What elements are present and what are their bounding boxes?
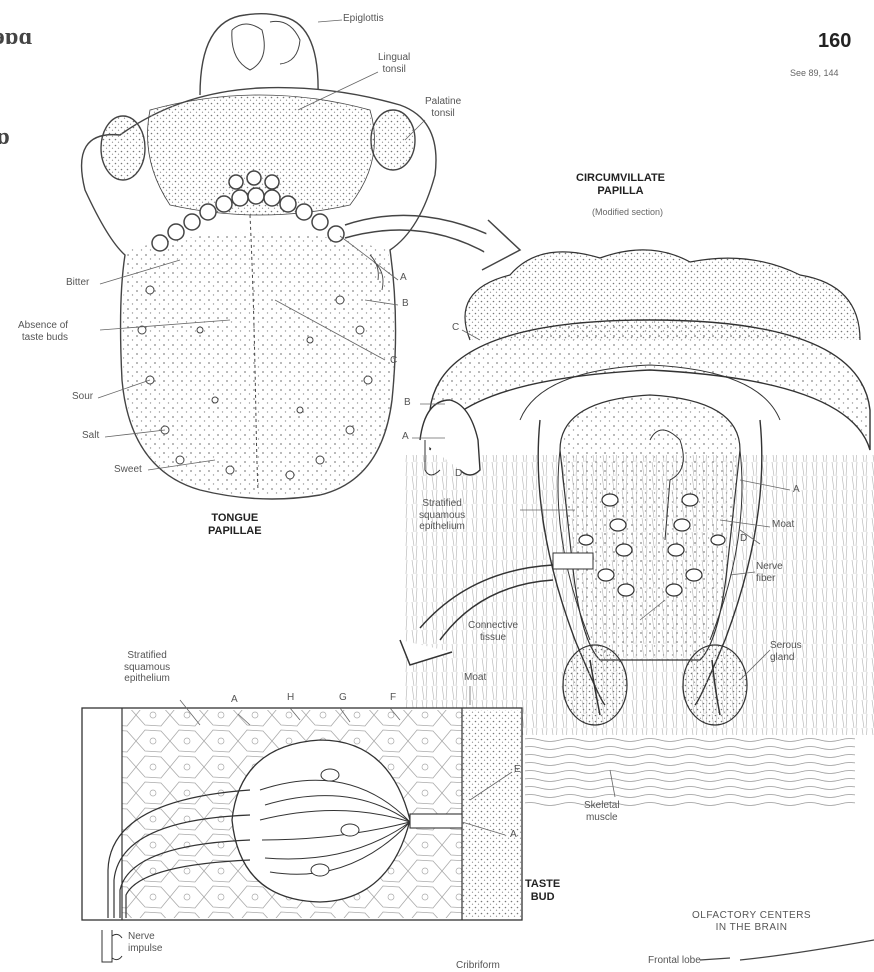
label-bud-a-pore: A bbox=[510, 829, 517, 841]
olfactory-title-line2: IN THE BRAIN bbox=[692, 922, 811, 934]
taste-bud-title-line2: BUD bbox=[525, 891, 560, 904]
see-reference: See 89, 144 bbox=[790, 68, 839, 78]
label-bud-moat: Moat bbox=[464, 672, 486, 684]
page-number: 160 bbox=[818, 30, 851, 53]
label-bud-g: G bbox=[339, 692, 347, 704]
label-circ-a-left: A bbox=[402, 431, 409, 443]
label-circ-stratified: Stratified squamous epithelium bbox=[419, 498, 465, 533]
label-bud-stratified: Stratified squamous epithelium bbox=[124, 650, 170, 685]
label-cribriform: Cribriform bbox=[456, 960, 500, 972]
label-lingual-tonsil: Lingual tonsil bbox=[378, 52, 410, 75]
label-epiglottis: Epiglottis bbox=[343, 13, 384, 25]
label-palatine-tonsil: Palatine tonsil bbox=[425, 96, 461, 119]
taste-bud-title-line1: TASTE bbox=[525, 878, 560, 891]
label-bud-h: H bbox=[287, 692, 294, 704]
tongue-title-line1: TONGUE bbox=[208, 512, 262, 525]
label-bud-e: E bbox=[514, 764, 521, 776]
label-circ-connective: Connective tissue bbox=[468, 620, 518, 643]
tongue-title-line2: PAPILLAE bbox=[208, 525, 262, 538]
label-absence-taste-buds: Absence of taste buds bbox=[18, 320, 68, 343]
label-circ-nerve-fiber: Nerve fiber bbox=[756, 561, 783, 584]
label-sour: Sour bbox=[72, 391, 93, 403]
label-circ-d-right: D bbox=[740, 533, 747, 545]
olfactory-title-line1: OLFACTORY CENTERS bbox=[692, 910, 811, 922]
label-circ-b: B bbox=[404, 397, 411, 409]
label-circ-d: D bbox=[455, 468, 462, 480]
label-circ-moat: Moat bbox=[772, 519, 794, 531]
circumvallate-title-line2: PAPILLA bbox=[576, 185, 665, 198]
edge-fragment-mid: ɒ bbox=[0, 124, 10, 151]
olfactory-drawing bbox=[700, 940, 874, 960]
olfactory-title: OLFACTORY CENTERS IN THE BRAIN bbox=[692, 910, 811, 933]
label-circ-skeletal: Skeletal muscle bbox=[584, 800, 620, 823]
label-tongue-a: A bbox=[400, 272, 407, 284]
label-circ-serous: Serous gland bbox=[770, 640, 802, 663]
tongue-title: TONGUE PAPILLAE bbox=[208, 512, 262, 537]
label-bitter: Bitter bbox=[66, 277, 89, 289]
label-frontal-lobe: Frontal lobe bbox=[648, 955, 701, 967]
label-circ-a-right: A bbox=[793, 484, 800, 496]
label-salt: Salt bbox=[82, 430, 99, 442]
edge-fragment-top: ɘɒɑ bbox=[0, 24, 32, 51]
taste-bud-drawing bbox=[82, 686, 522, 962]
label-sweet: Sweet bbox=[114, 464, 142, 476]
label-circ-c: C bbox=[452, 322, 459, 334]
circumvallate-subtitle: (Modified section) bbox=[592, 207, 663, 217]
taste-bud-title: TASTE BUD bbox=[525, 878, 560, 903]
label-bud-a: A bbox=[231, 694, 238, 706]
label-bud-f: F bbox=[390, 692, 396, 704]
label-tongue-c: C bbox=[390, 355, 397, 367]
label-tongue-b: B bbox=[402, 298, 409, 310]
circumvallate-title-line1: CIRCUMVILLATE bbox=[576, 172, 665, 185]
label-bud-nerve-impulse: Nerve impulse bbox=[128, 931, 162, 954]
circumvallate-title: CIRCUMVILLATE PAPILLA bbox=[576, 172, 665, 197]
